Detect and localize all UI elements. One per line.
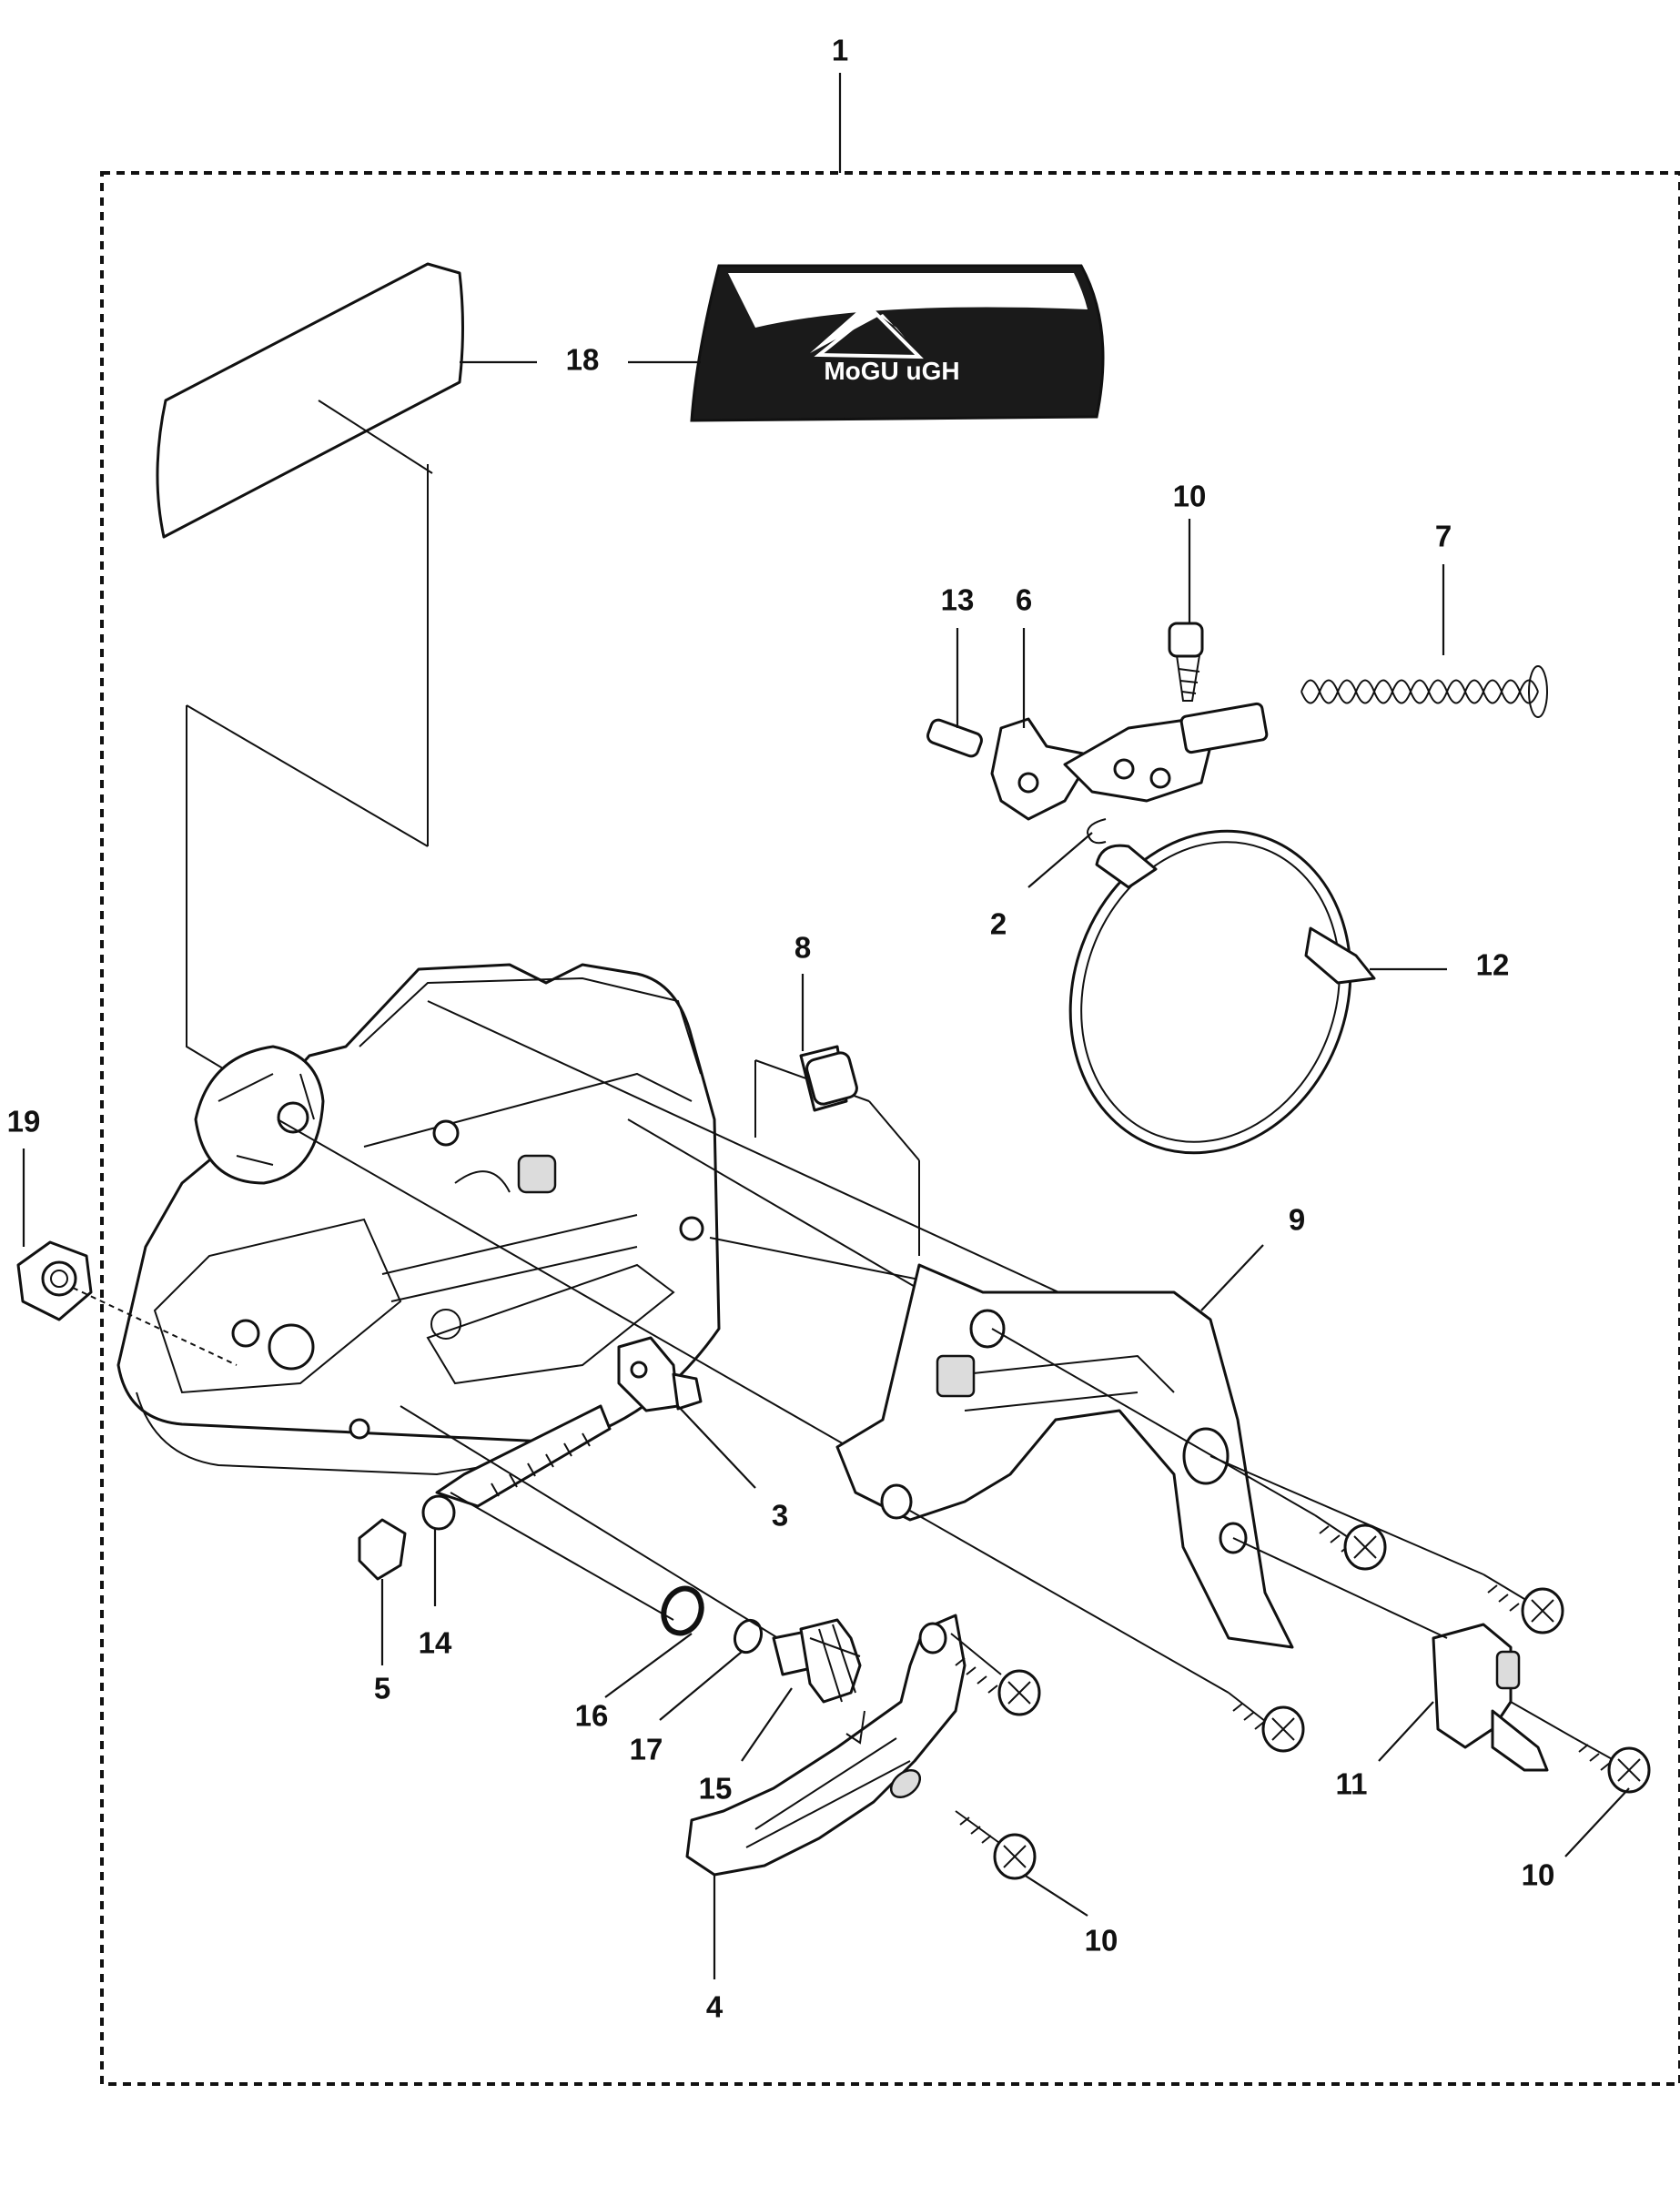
assembly-callout: 1 xyxy=(832,34,848,67)
part-12-brake-band xyxy=(1068,829,1376,1155)
part-18-brand-decal: MoGU uGH xyxy=(690,264,1105,422)
part-17-washer xyxy=(733,1618,764,1654)
assembly-boundary: 1 xyxy=(100,34,1680,2086)
leader-lines xyxy=(22,519,1630,1979)
part-9-bracket xyxy=(835,1263,1294,1649)
brand-decal-text: MoGU uGH xyxy=(824,357,959,385)
screw-10-e xyxy=(1483,1574,1564,1634)
screw-projection-lines xyxy=(909,1328,1575,1739)
callout-6: 6 xyxy=(1016,583,1032,617)
part-2-clip xyxy=(1086,818,1107,845)
callout-11: 11 xyxy=(1336,1767,1368,1801)
callout-4: 4 xyxy=(706,1990,724,2024)
callout-17: 17 xyxy=(630,1733,663,1766)
part-5-square-nut xyxy=(358,1518,407,1581)
screw-10-d xyxy=(1314,1514,1387,1571)
callout-12: 12 xyxy=(1476,948,1510,982)
part-13-pin xyxy=(926,718,983,758)
part-19-nut xyxy=(16,1240,93,1321)
callout-8: 8 xyxy=(794,931,811,965)
callout-9: 9 xyxy=(1289,1203,1305,1237)
film-projection-lines xyxy=(186,464,429,1075)
callout-10-top: 10 xyxy=(1173,480,1207,513)
callout-10-bottom: 10 xyxy=(1085,1924,1118,1958)
callout-14: 14 xyxy=(419,1626,452,1660)
part-16-o-ring xyxy=(661,1585,704,1636)
part-15-gear xyxy=(772,1618,862,1704)
part-3-adjuster xyxy=(617,1336,703,1412)
screw-10-f xyxy=(1574,1737,1651,1794)
part-18-decal-film xyxy=(156,262,464,539)
callout-3: 3 xyxy=(772,1499,788,1533)
callout-16: 16 xyxy=(575,1699,609,1733)
callout-19: 19 xyxy=(7,1105,41,1138)
screw-10-b xyxy=(955,1810,1037,1880)
callout-15: 15 xyxy=(699,1772,733,1806)
callout-5: 5 xyxy=(374,1672,390,1705)
callout-10-right: 10 xyxy=(1522,1858,1555,1892)
part-7-spring xyxy=(1300,665,1548,718)
part-6-lever xyxy=(990,717,1094,821)
part-11-block xyxy=(1432,1623,1549,1772)
part-housing xyxy=(116,963,721,1476)
callout-18: 18 xyxy=(566,343,600,377)
callout-13: 13 xyxy=(941,583,975,617)
screw-10-c xyxy=(1228,1692,1305,1753)
part-8-bushing xyxy=(799,1045,858,1112)
screw-10-a xyxy=(950,1633,1041,1716)
housing-projection-lines xyxy=(277,1000,1175,1457)
callout-labels: 18 10 7 13 6 2 12 8 19 9 3 14 5 16 17 15… xyxy=(7,343,1555,2024)
callout-7: 7 xyxy=(1435,520,1452,553)
callout-2: 2 xyxy=(990,907,1007,941)
part-10-screw-top xyxy=(1168,622,1204,702)
part-brake-link xyxy=(1063,702,1269,803)
